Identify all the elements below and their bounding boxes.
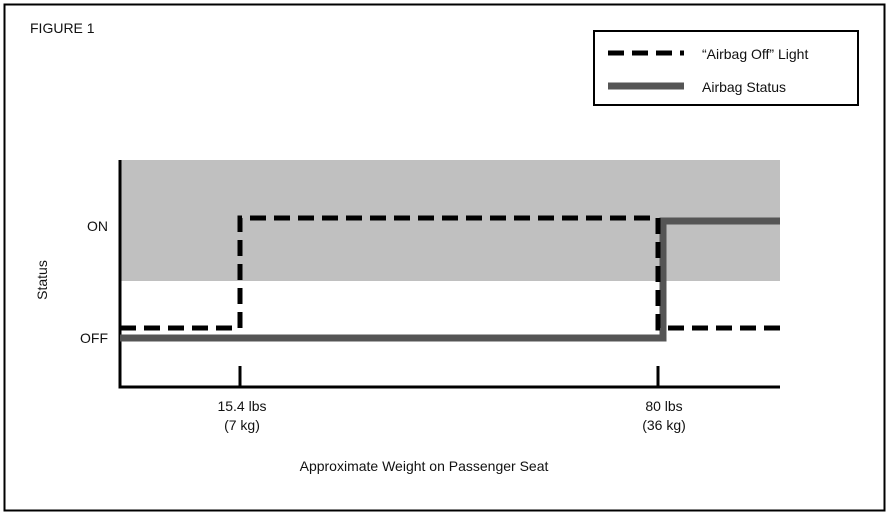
x-axis-title: Approximate Weight on Passenger Seat (300, 458, 549, 474)
x-tick-label: (7 kg) (224, 417, 260, 433)
y-tick-label-on: ON (87, 218, 108, 234)
y-axis-title: Status (34, 260, 50, 300)
legend-label-airbag-off-light: “Airbag Off” Light (702, 46, 808, 62)
y-tick-label-off: OFF (80, 330, 108, 346)
legend-label-airbag-status: Airbag Status (702, 79, 786, 95)
series-airbag-off-light-line (120, 215, 780, 331)
figure-label: FIGURE 1 (30, 20, 95, 36)
x-tick-label: (36 kg) (642, 417, 686, 433)
x-tick-label: 15.4 lbs (217, 398, 266, 414)
x-tick-label: 80 lbs (645, 398, 682, 414)
series-airbag-status-line (120, 217, 780, 342)
outer-border (3, 3, 886, 512)
legend-box (593, 30, 859, 106)
